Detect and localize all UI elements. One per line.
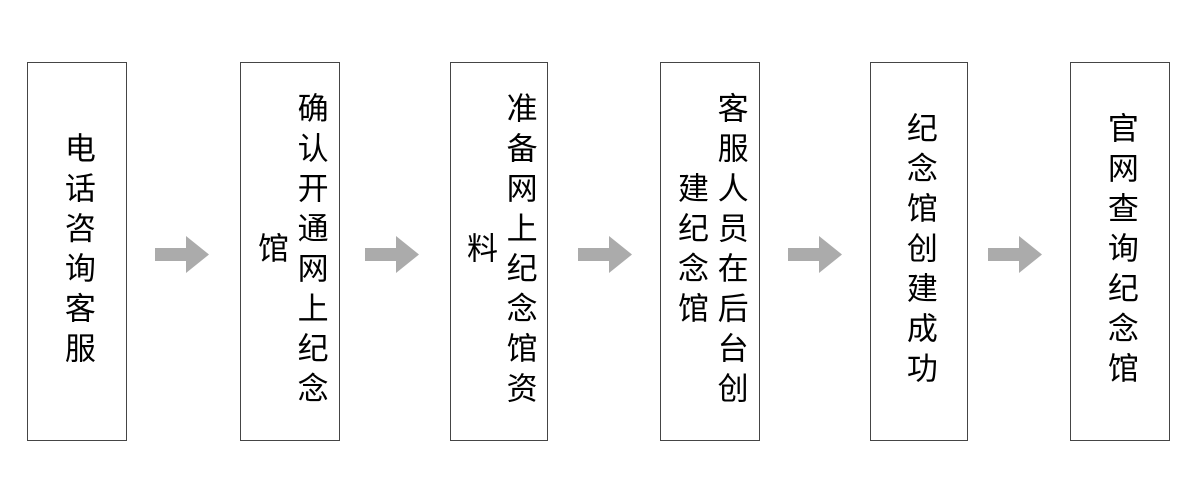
process-node-label: 客服人员在后台创建纪念馆: [673, 91, 748, 412]
process-node-step-1[interactable]: 电话咨询客服: [27, 62, 127, 441]
flow-arrow-right-icon: [578, 236, 632, 273]
process-node-label: 确认开通网上纪念馆: [253, 91, 328, 412]
process-node-step-3[interactable]: 准备网上纪念馆资料: [450, 62, 548, 441]
process-node-label: 准备网上纪念馆资料: [462, 91, 537, 412]
process-node-label: 官网查询纪念馆: [1102, 111, 1138, 392]
process-node-step-2[interactable]: 确认开通网上纪念馆: [240, 62, 340, 441]
flow-arrow-right-icon: [155, 236, 209, 273]
process-node-step-5[interactable]: 纪念馆创建成功: [870, 62, 968, 441]
process-node-step-4[interactable]: 客服人员在后台创建纪念馆: [660, 62, 760, 441]
process-node-step-6[interactable]: 官网查询纪念馆: [1070, 62, 1170, 441]
flow-arrow-right-icon: [788, 236, 842, 273]
flow-arrow-right-icon: [365, 236, 419, 273]
flow-arrow-right-icon: [988, 236, 1042, 273]
process-node-label: 纪念馆创建成功: [901, 111, 937, 392]
process-node-label: 电话咨询客服: [59, 131, 95, 372]
